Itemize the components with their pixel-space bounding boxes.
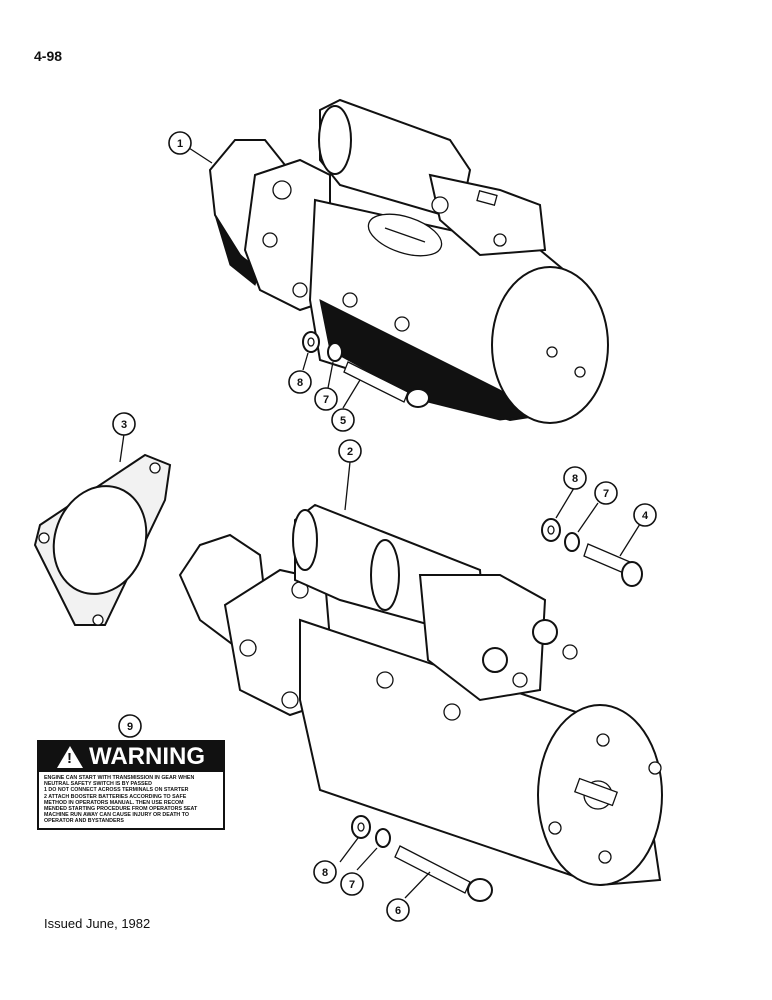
callout-7-right-label: 7 <box>603 488 609 500</box>
bolt-4 <box>583 543 643 587</box>
gasket-3 <box>33 453 172 626</box>
callout-5: 5 <box>331 408 355 432</box>
warning-decal: ! WARNING ENGINE CAN START WITH TRANSMIS… <box>37 740 225 830</box>
callout-4: 4 <box>633 503 657 527</box>
flat-washer-8-bottom <box>351 815 371 839</box>
warning-line: MACHINE RUN AWAY CAN CAUSE INJURY OR DEA… <box>44 812 189 819</box>
callout-7-top: 7 <box>314 387 338 411</box>
lock-washer-7-top <box>327 342 343 362</box>
callout-9: 9 <box>118 714 142 738</box>
warning-triangle-icon: ! <box>57 746 83 768</box>
callout-4-label: 4 <box>642 510 649 522</box>
callout-6: 6 <box>386 898 410 922</box>
callout-1-label: 1 <box>177 138 183 150</box>
warning-line: MENDED STARTING PROCEDURE FROM OPERATORS… <box>44 806 198 813</box>
warning-line: NEUTRAL SAFETY SWITCH IS BY PASSED <box>44 781 152 788</box>
callout-8-bottom: 8 <box>313 860 337 884</box>
callout-7-bottom-label: 7 <box>349 879 355 891</box>
callout-8-right-label: 8 <box>572 473 578 485</box>
callout-2-label: 2 <box>347 446 353 458</box>
warning-title: WARNING <box>89 743 205 770</box>
callout-8-right: 8 <box>563 466 587 490</box>
flat-washer-8-top <box>302 331 320 353</box>
callout-3: 3 <box>112 412 136 436</box>
warning-line: 1 DO NOT CONNECT ACROSS TERMINALS ON STA… <box>44 787 189 794</box>
callout-7-top-label: 7 <box>323 394 329 406</box>
starter-motor-1 <box>208 98 609 424</box>
callout-2: 2 <box>338 439 362 463</box>
warning-header: ! WARNING <box>39 742 223 772</box>
warning-line: METHOD IN OPERATORS MANUAL. THEN USE REC… <box>44 799 184 806</box>
starter-motor-2 <box>178 503 663 887</box>
callout-9-label: 9 <box>127 721 133 733</box>
bolt-5 <box>343 361 430 408</box>
warning-line: OPERATOR AND BYSTANDERS <box>44 818 124 825</box>
warning-text: ENGINE CAN START WITH TRANSMISSION IN GE… <box>39 772 223 828</box>
callout-1: 1 <box>168 131 192 155</box>
leader-lines <box>119 147 641 899</box>
callout-7-right: 7 <box>594 481 618 505</box>
lock-washer-7-right <box>564 532 580 552</box>
lock-washer-7-bottom <box>375 828 391 848</box>
callout-5-label: 5 <box>340 415 346 427</box>
warning-line: ENGINE CAN START WITH TRANSMISSION IN GE… <box>44 775 195 781</box>
warning-symbol: ! <box>67 750 72 767</box>
callout-6-label: 6 <box>395 905 401 917</box>
bolt-6 <box>394 845 493 902</box>
callout-8-top: 8 <box>288 370 312 394</box>
callout-3-label: 3 <box>121 419 127 431</box>
callout-7-bottom: 7 <box>340 872 364 896</box>
page-number: 4-98 <box>34 48 63 64</box>
callout-8-top-label: 8 <box>297 377 303 389</box>
issue-date-footer: Issued June, 1982 <box>44 916 151 931</box>
callout-8-bottom-label: 8 <box>322 867 328 879</box>
warning-line: 2 ATTACH BOOSTER BATTERIES ACCORDING TO … <box>44 793 187 800</box>
flat-washer-8-right <box>541 518 561 542</box>
